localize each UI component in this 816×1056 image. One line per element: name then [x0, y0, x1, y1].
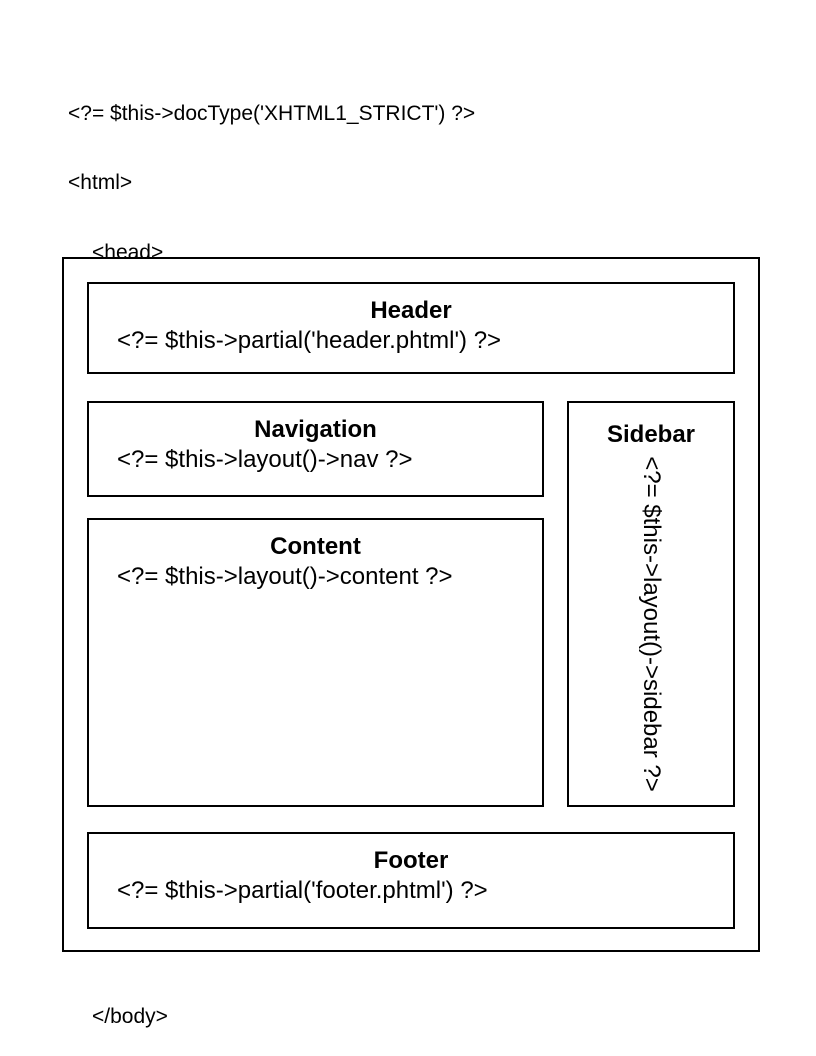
navigation-code: <?= $this->layout()->nav ?>: [117, 446, 413, 473]
sidebar-box: Sidebar: [567, 401, 735, 807]
navigation-box: Navigation <?= $this->layout()->nav ?>: [87, 401, 544, 497]
navigation-title: Navigation: [254, 416, 377, 443]
code-line: <?= $this->docType('XHTML1_STRICT') ?>: [68, 101, 476, 125]
sidebar-title: Sidebar: [606, 421, 696, 448]
bottom-code-block: </body> </html>: [68, 958, 168, 1056]
content-box: Content <?= $this->layout()->content ?>: [87, 518, 544, 807]
content-code: <?= $this->layout()->content ?>: [117, 563, 453, 590]
header-code: <?= $this->partial('header.phtml') ?>: [117, 327, 502, 354]
header-box: Header <?= $this->partial('header.phtml'…: [87, 282, 735, 374]
code-line: <html>: [68, 171, 133, 195]
footer-title: Footer: [373, 847, 449, 874]
header-title: Header: [370, 297, 452, 324]
sidebar-vertical-code: <?= $this->layout()->sidebar ?>: [638, 456, 665, 792]
content-title: Content: [270, 533, 361, 560]
footer-code: <?= $this->partial('footer.phtml') ?>: [117, 877, 488, 904]
footer-box: Footer <?= $this->partial('footer.phtml'…: [87, 832, 735, 929]
code-line: </body>: [92, 1004, 168, 1028]
